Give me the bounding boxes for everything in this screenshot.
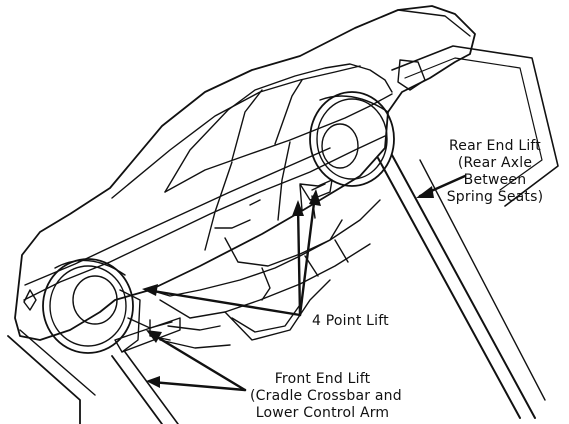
front-end-lift-line-3: Lower Control Arm (255, 405, 390, 421)
hoist-ramps (7, 45, 559, 424)
rear-end-lift-line-2: (Rear Axle (457, 155, 533, 171)
rear-wheel (309, 91, 395, 187)
four-point-lift-text: 4 Point Lift (312, 313, 389, 329)
front-end-lift-label: Front End Lift (Cradle Crossbar and Lowe… (250, 371, 402, 422)
front-wheel (42, 258, 141, 354)
rear-end-lift-label: Rear End Lift (Rear Axle Between Spring … (420, 138, 569, 206)
callout-arrows (142, 174, 467, 392)
four-point-lift-label: 4 Point Lift (312, 313, 389, 330)
car-body (14, 5, 476, 341)
underbody-chassis (127, 179, 381, 349)
rear-end-lift-line-1: Rear End Lift (448, 138, 541, 154)
rear-end-lift-line-4: Spring Seats) (446, 189, 544, 205)
front-end-lift-line-1: Front End Lift (274, 371, 371, 387)
front-end-lift-line-2: (Cradle Crossbar and (250, 388, 402, 404)
rear-end-lift-line-3: Between (463, 172, 527, 188)
